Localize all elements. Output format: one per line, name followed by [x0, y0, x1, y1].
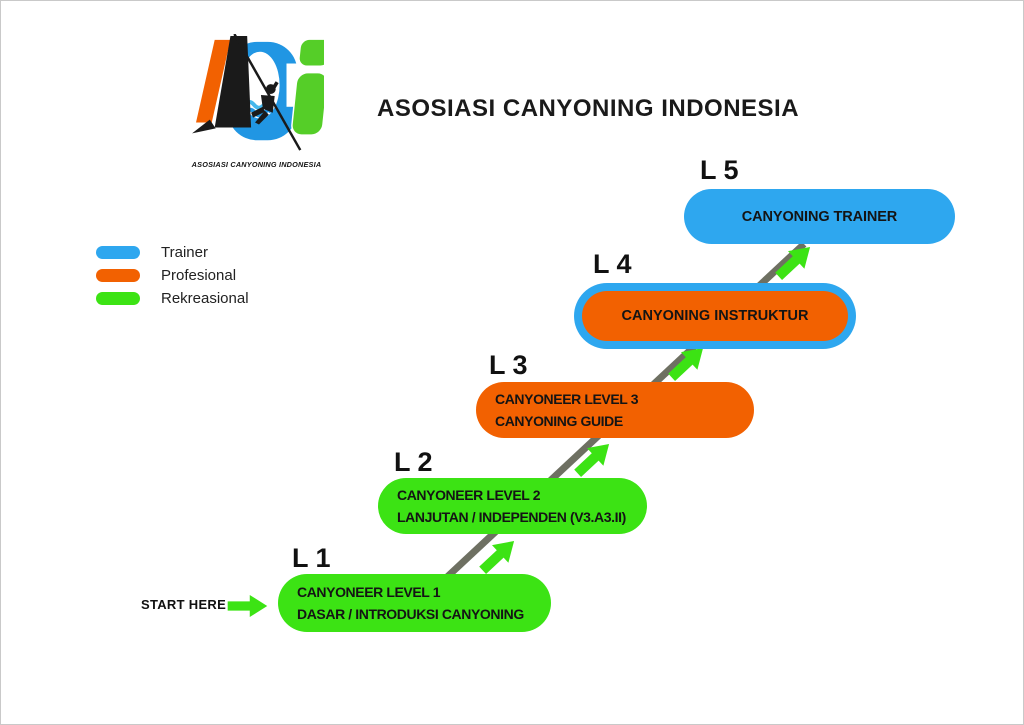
- level-pill-l1: CANYONEER LEVEL 1 DASAR / INTRODUKSI CAN…: [278, 574, 551, 632]
- start-here-label: START HERE: [141, 597, 227, 612]
- pill-line-1: CANYONING TRAINER: [741, 208, 898, 225]
- level-pill-l2: CANYONEER LEVEL 2 LANJUTAN / INDEPENDEN …: [378, 478, 647, 534]
- logo-a-foot: [192, 119, 216, 134]
- logo-climber: [251, 81, 279, 125]
- level-pill-l3: CANYONEER LEVEL 3 CANYONING GUIDE: [476, 382, 754, 438]
- page-title: ASOSIASI CANYONING INDONESIA: [377, 95, 800, 122]
- logo-a-orange: [196, 39, 231, 123]
- legend-swatch-profesional: [96, 268, 140, 282]
- level-tag-l3: L 3: [489, 350, 528, 380]
- aci-logo: ASOSIASI CANYONING INDONESIA: [189, 33, 332, 169]
- logo-caption: ASOSIASI CANYONING INDONESIA: [191, 160, 322, 169]
- logo-a-black: [214, 35, 252, 128]
- legend-label: Rekreasional: [161, 289, 249, 307]
- pill-line-2: LANJUTAN / INDEPENDEN (V3.A3.II): [397, 509, 626, 525]
- level-pill-l4-inner: CANYONING INSTRUKTUR: [582, 291, 848, 341]
- level-tag-l1: L 1: [292, 543, 331, 573]
- flow-arrow-l1-l2: [474, 532, 523, 580]
- pill-line-2: DASAR / INTRODUKSI CANYONING: [297, 606, 524, 622]
- level-tag-l5: L 5: [700, 155, 739, 185]
- logo-i-bar: [291, 71, 329, 136]
- legend-label: Trainer: [161, 243, 208, 261]
- pill-line-1: CANYONEER LEVEL 1: [297, 584, 441, 600]
- logo-i-dot: [298, 38, 332, 67]
- legend-swatch-trainer: [96, 245, 140, 259]
- level-tag-l2: L 2: [394, 447, 433, 477]
- legend-label: Profesional: [161, 266, 237, 284]
- legend-swatch-rekreasional: [96, 291, 140, 305]
- level-tag-l4: L 4: [593, 249, 632, 279]
- pill-line-1: CANYONEER LEVEL 3: [495, 391, 639, 407]
- legend-item-rekreasional: Rekreasional: [96, 289, 249, 307]
- legend-item-trainer: Trainer: [96, 243, 249, 261]
- pill-line-2: CANYONING GUIDE: [495, 413, 623, 429]
- legend-item-profesional: Profesional: [96, 266, 249, 284]
- pill-line-1: CANYONEER LEVEL 2: [397, 487, 541, 503]
- logo-graphic: [192, 33, 332, 151]
- pill-line-1: CANYONING INSTRUKTUR: [621, 308, 809, 324]
- legend: Trainer Profesional Rekreasional: [96, 243, 249, 314]
- level-pill-l5: CANYONING TRAINER: [684, 189, 955, 244]
- level-pill-l4: CANYONING INSTRUKTUR: [574, 283, 856, 349]
- start-here-arrow: [227, 594, 268, 618]
- flow-arrow-l4-l5: [770, 238, 819, 286]
